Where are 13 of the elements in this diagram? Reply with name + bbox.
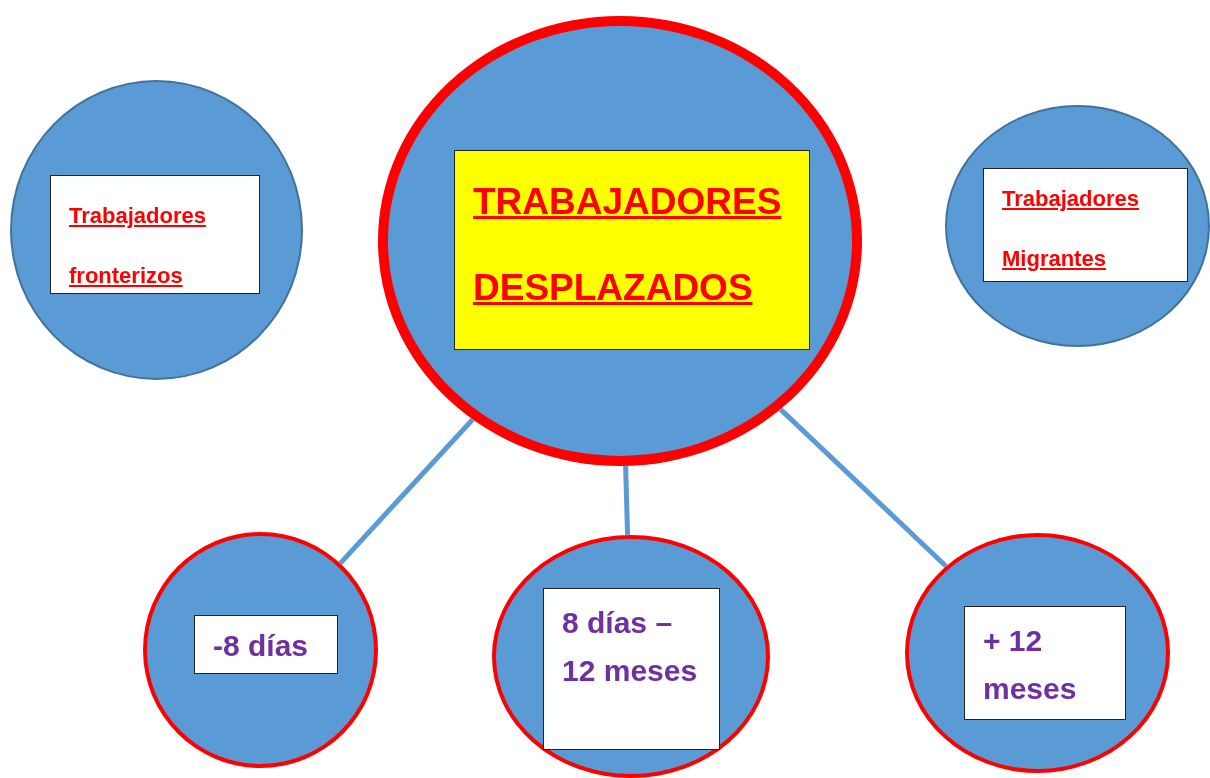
text-box	[194, 615, 338, 674]
connector-line	[623, 465, 631, 536]
node-label: + 12 meses	[983, 623, 1078, 707]
node-label: TRABAJADORES DESPLAZADOS	[473, 180, 783, 310]
node-label: Trabajadores fronterizos	[69, 202, 207, 290]
text-box	[964, 606, 1126, 720]
text-box	[50, 175, 260, 294]
text-box	[543, 588, 720, 750]
node-label: 8 días – 12 meses	[562, 605, 699, 689]
node-label: -8 días	[213, 628, 310, 664]
text-box	[454, 150, 810, 350]
node-label: Trabajadores Migrantes	[1002, 185, 1140, 273]
text-box	[983, 168, 1188, 282]
